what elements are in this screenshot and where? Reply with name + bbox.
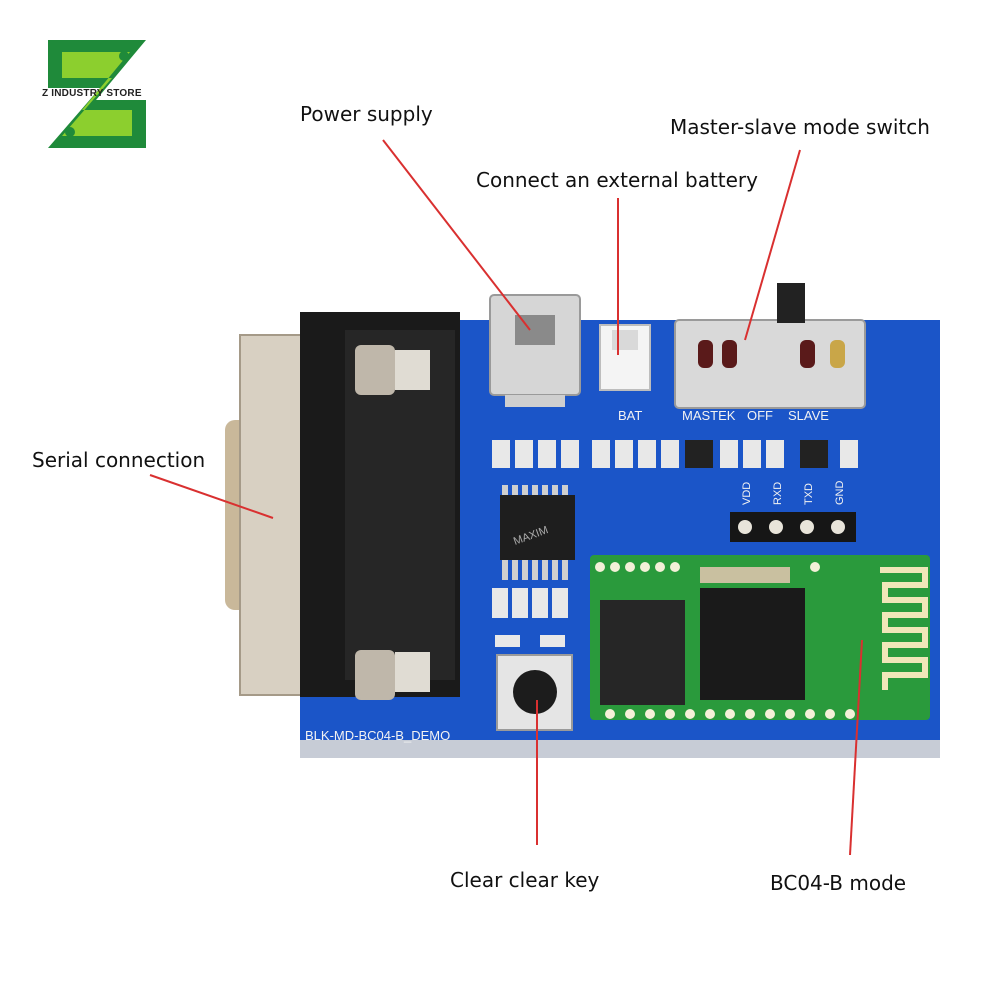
transistor [800, 440, 828, 468]
mode-switch-slot [722, 340, 737, 368]
uart-header [730, 512, 856, 542]
label-master: MASTEK [682, 408, 736, 423]
clear-button-cap [513, 670, 557, 714]
db9-screw-top [355, 345, 395, 395]
label-txd: TXD [803, 483, 815, 505]
battery-connector-slot [612, 330, 638, 350]
callout-master-slave: Master-slave mode switch [670, 115, 930, 139]
arrow-module [849, 639, 863, 856]
transistor [685, 440, 713, 468]
db9-screw-bottom [355, 650, 395, 700]
smd-row-top [492, 440, 858, 468]
mode-switch-lever [777, 283, 805, 323]
label-rxd: RXD [772, 482, 784, 505]
callout-external-battery: Connect an external battery [476, 168, 758, 192]
arrow-switch [744, 149, 801, 341]
smd-row-bottom [492, 588, 568, 647]
mode-switch-slot [800, 340, 815, 368]
db9-nut-bottom [395, 652, 430, 692]
module-pads-bottom [605, 709, 855, 719]
max3232-chip [500, 495, 575, 560]
logo-dot [119, 51, 129, 61]
board-name: BLK-MD-BC04-B_DEMO [305, 728, 450, 743]
arrow-power [382, 139, 531, 331]
mode-switch-slot [830, 340, 845, 368]
module-crystal [700, 567, 790, 583]
logo-text: Z INDUSTRY STORE [42, 88, 142, 99]
logo-dot [65, 127, 75, 137]
db9-nut-top [395, 350, 430, 390]
label-slave: SLAVE [788, 408, 829, 423]
module-chip [600, 600, 685, 705]
mode-switch-body [674, 319, 866, 409]
callout-clear-key: Clear clear key [450, 868, 600, 892]
mode-switch-slot [698, 340, 713, 368]
module-pads-top [595, 562, 820, 572]
logo-z-inner [62, 52, 132, 136]
module-chip [700, 588, 805, 700]
label-bat: BAT [618, 408, 642, 423]
db9-metal-flange [240, 335, 310, 695]
chip-pins [502, 485, 568, 580]
label-gnd: GND [834, 481, 846, 506]
arrow-serial [149, 474, 274, 519]
label-off: OFF [747, 408, 773, 423]
label-vdd: VDD [741, 482, 753, 505]
pcb-shadow [300, 740, 940, 758]
callout-power-supply: Power supply [300, 102, 433, 126]
antenna-trace [880, 567, 928, 690]
mini-usb-pins [505, 395, 565, 407]
callout-lines [149, 139, 863, 856]
callout-serial-connection: Serial connection [32, 448, 206, 472]
callout-module: BC04-B mode [770, 871, 907, 895]
